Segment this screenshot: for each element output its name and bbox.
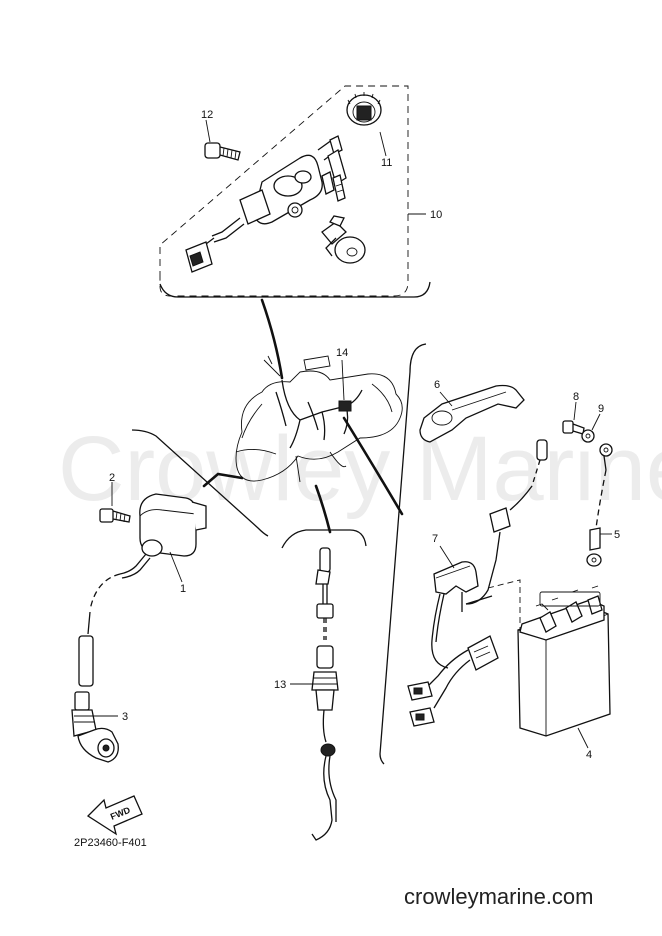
callout-14: 14 <box>336 347 348 359</box>
wire-harness <box>281 379 363 449</box>
vehicle-detail-1 <box>263 355 281 377</box>
ignition-coil-group: FWD <box>71 429 269 836</box>
sensor-part-13 <box>311 547 339 841</box>
key-parts <box>321 149 347 202</box>
group-10-bracket-bottom <box>159 281 431 298</box>
vehicle-outline <box>235 370 403 482</box>
callout-3: 3 <box>122 711 128 723</box>
connector-line-center <box>314 484 332 534</box>
fwd-arrow-icon: FWD <box>86 795 143 836</box>
vehicle-overview <box>202 298 404 534</box>
bolt-part-8 <box>562 420 585 435</box>
plug-cable <box>89 573 121 611</box>
callout-7: 7 <box>432 533 438 545</box>
leader-7 <box>439 545 455 569</box>
vehicle-detail-4 <box>241 383 393 439</box>
cable-sleeve <box>78 635 94 687</box>
ignition-coil-part-1 <box>119 493 207 579</box>
vehicle-detail-2 <box>303 355 331 371</box>
leader-4 <box>577 727 589 749</box>
lead-wire-part-5 <box>586 443 613 567</box>
diagram-code: 2P23460-F401 <box>74 837 147 849</box>
screw-part-12 <box>204 142 241 161</box>
group-10-dashed-outline <box>159 85 409 297</box>
vehicle-detail-3 <box>235 449 347 483</box>
leader-8 <box>573 401 577 421</box>
leader-9 <box>591 413 601 431</box>
battery-band-part-6 <box>419 384 525 443</box>
callout-9: 9 <box>598 403 604 415</box>
battery-group <box>379 343 613 765</box>
connector-line-right <box>342 416 404 516</box>
sensor-group <box>281 529 367 841</box>
plug-cable-2 <box>87 611 91 635</box>
lock-cylinder-part <box>321 215 366 264</box>
callout-13: 13 <box>274 679 286 691</box>
connector-line-top <box>260 298 284 380</box>
callout-10: 10 <box>430 209 442 221</box>
leader-1 <box>169 551 183 583</box>
callout-8: 8 <box>573 391 579 403</box>
center-section-bracket <box>281 529 367 549</box>
cap-part-11 <box>346 92 382 126</box>
harness-connector-14 <box>338 400 352 412</box>
leader-6 <box>439 391 453 407</box>
site-footer[interactable]: crowleymarine.com <box>404 884 594 909</box>
leader-12 <box>205 119 211 143</box>
leader-11 <box>379 131 387 157</box>
connector-plug <box>185 237 215 273</box>
callout-5: 5 <box>614 529 620 541</box>
left-section-bracket <box>131 429 269 537</box>
fuse-part-7 <box>407 439 548 727</box>
callout-2: 2 <box>109 472 115 484</box>
ignition-switch-body <box>211 135 343 243</box>
washer-part-9 <box>581 429 595 443</box>
bolt-part-2 <box>99 508 131 523</box>
leader-14 <box>341 359 345 401</box>
battery-part-4 <box>517 585 611 737</box>
callout-6: 6 <box>434 379 440 391</box>
plug-cap-part-3 <box>71 691 119 763</box>
ignition-switch-group <box>159 85 431 298</box>
right-section-bracket <box>379 343 427 765</box>
callout-11: 11 <box>381 157 392 169</box>
wire-harness-2 <box>275 391 319 431</box>
connector-line-left <box>202 472 244 488</box>
callout-12: 12 <box>201 109 213 121</box>
callout-4: 4 <box>586 749 592 761</box>
callout-1: 1 <box>180 583 186 595</box>
